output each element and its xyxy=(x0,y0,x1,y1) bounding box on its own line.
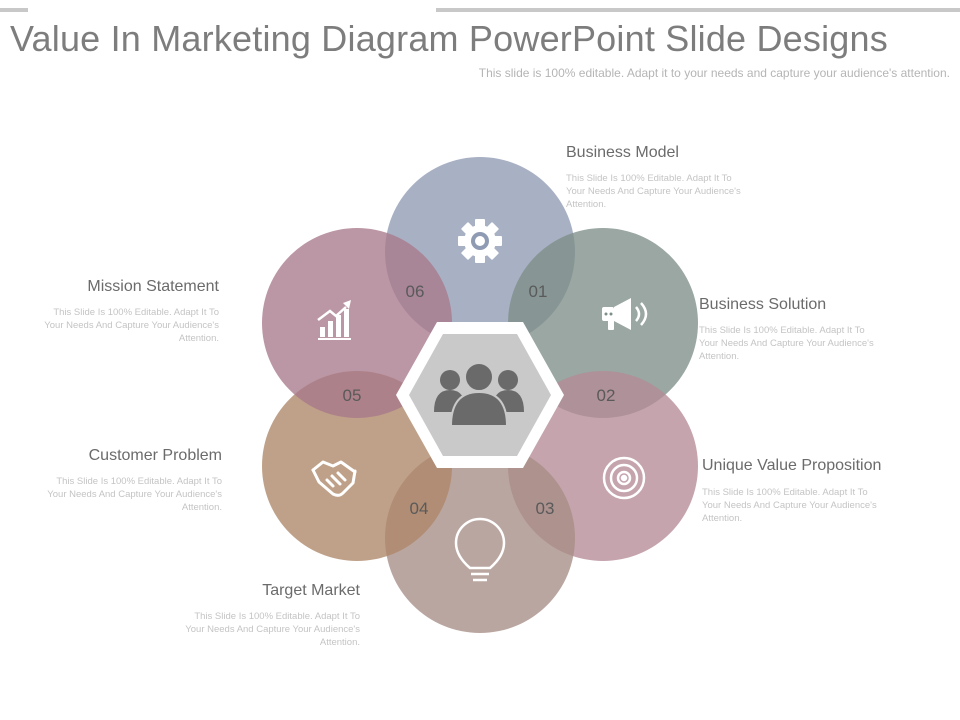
segment-title-business-model: Business Model xyxy=(566,144,679,161)
segment-number-05: 05 xyxy=(343,386,362,405)
segment-desc-customer-problem: This Slide Is 100% Editable. Adapt It To… xyxy=(47,476,222,513)
segment-title-target-market: Target Market xyxy=(262,582,360,599)
gear-icon xyxy=(458,219,502,263)
segment-number-04: 04 xyxy=(410,499,429,518)
segment-desc-business-solution: This Slide Is 100% Editable. Adapt It To… xyxy=(699,325,874,362)
segment-title-customer-problem: Customer Problem xyxy=(88,447,222,464)
segment-title-mission-statement: Mission Statement xyxy=(87,278,219,295)
segment-title-unique-value-proposition: Unique Value Proposition xyxy=(702,457,882,474)
megaphone-icon xyxy=(602,298,648,330)
segment-number-03: 03 xyxy=(536,499,555,518)
top-accent-bar-right xyxy=(436,8,960,12)
segment-desc-unique-value-proposition: This Slide Is 100% Editable. Adapt It To… xyxy=(702,487,877,524)
petal-business-solution xyxy=(508,228,698,418)
people-group-icon xyxy=(434,362,524,427)
slide-title: Value In Marketing Diagram PowerPoint Sl… xyxy=(10,18,888,59)
segment-desc-target-market: This Slide Is 100% Editable. Adapt It To… xyxy=(185,611,360,648)
slide-subtitle: This slide is 100% editable. Adapt it to… xyxy=(478,66,950,80)
top-accent-bar-left xyxy=(0,8,28,12)
petal-mission-statement xyxy=(262,228,452,418)
segment-number-01: 01 xyxy=(529,282,548,301)
segment-number-02: 02 xyxy=(597,386,616,405)
petal-customer-problem xyxy=(262,371,452,561)
segment-desc-business-model: This Slide Is 100% Editable. Adapt It To… xyxy=(566,173,741,210)
target-icon xyxy=(602,456,646,500)
segment-desc-mission-statement: This Slide Is 100% Editable. Adapt It To… xyxy=(44,307,219,344)
growth-chart-icon xyxy=(317,300,351,340)
lightbulb-icon xyxy=(454,517,506,582)
segment-title-business-solution: Business Solution xyxy=(699,296,827,313)
handshake-icon xyxy=(311,460,357,497)
segment-number-06: 06 xyxy=(406,282,425,301)
